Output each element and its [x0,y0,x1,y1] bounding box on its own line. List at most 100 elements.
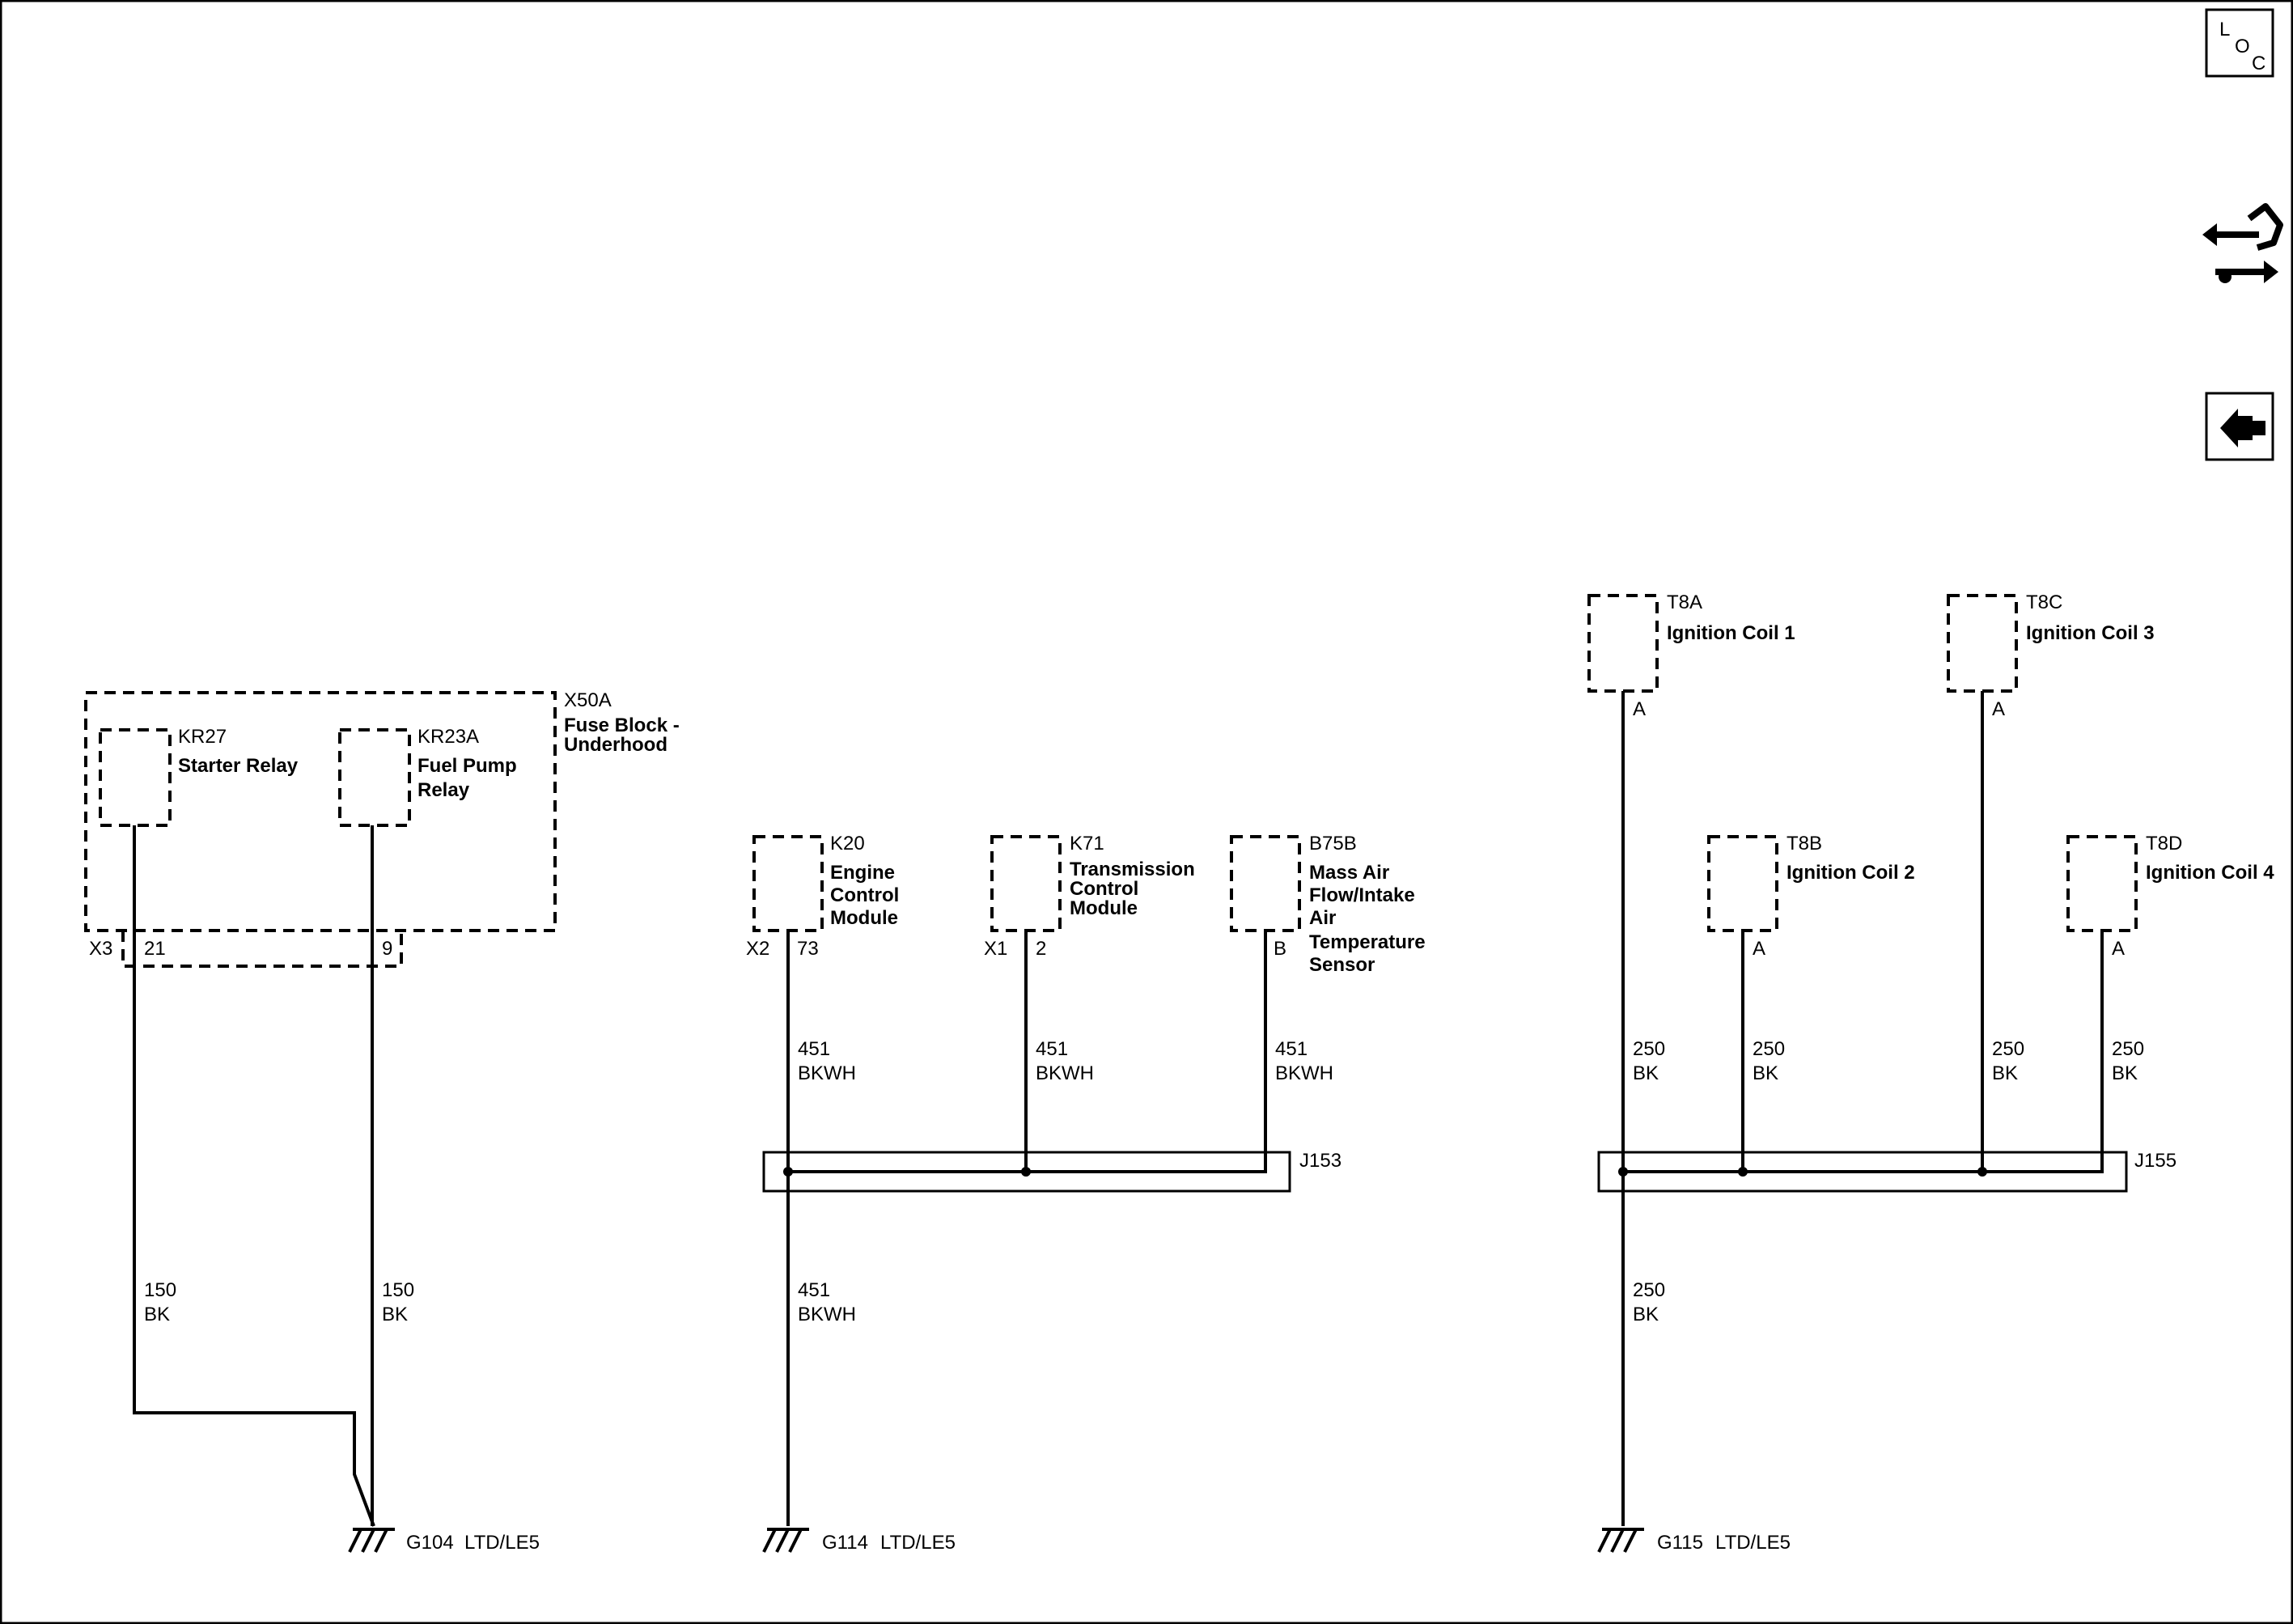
coil-t8b-pin: A [1753,938,1765,960]
pin-9-label: 9 [382,938,392,960]
wire-t8b-gauge: 250 [1753,1038,1785,1060]
module-k71-pin: 2 [1036,938,1046,960]
wire-t8a-color: BK [1633,1062,1659,1084]
ground-g114-id: G114 [822,1532,868,1554]
splice-j153-id: J153 [1299,1150,1341,1172]
wire-kr27-color: BK [144,1304,170,1325]
coil-t8b-name: Ignition Coil 2 [1787,862,1915,884]
wire-k20-color: BKWH [798,1062,856,1084]
splice-j155-node-t8a [1618,1167,1628,1177]
sensor-b75b-name-3: Air [1309,907,1336,929]
sensor-b75b-pin: B [1274,938,1286,960]
module-k20-box [752,835,824,932]
connector-view-icon[interactable] [2202,203,2283,283]
back-arrow-icon[interactable] [2205,392,2274,461]
loc-button[interactable]: L O C [2205,8,2274,78]
module-k71-name-2: Control [1070,878,1138,900]
wire-kr27-ground [133,825,375,1527]
module-k20-connector: X2 [746,938,769,960]
coil-t8c-id: T8C [2026,592,2062,613]
coil-t8d-name: Ignition Coil 4 [2146,862,2274,884]
loc-letter-l: L [2219,19,2230,40]
ground-g104-id: G104 [406,1532,454,1554]
coil-t8c-box [1947,594,2018,693]
sensor-b75b-name-5: Sensor [1309,954,1375,976]
ground-g114-icon [762,1528,809,1553]
splice-j155-node-t8c [1977,1167,1987,1177]
fuse-block-name-2: Underhood [564,734,668,756]
ground-g115-option: LTD/LE5 [1715,1532,1791,1554]
module-k71-name-3: Module [1070,897,1138,919]
wire-b75b-gauge: 451 [1275,1038,1308,1060]
relay-kr23a-name-2: Relay [417,779,470,801]
coil-t8d-id: T8D [2146,833,2182,854]
module-k20-id: K20 [830,833,865,854]
module-k20-name-3: Module [830,907,898,929]
splice-j153-node-k20 [783,1167,793,1177]
coil-t8d-box [2066,835,2138,932]
connector-x3-label: X3 [89,938,112,960]
splice-j153-box [762,1151,1291,1193]
coil-t8a-pin: A [1633,698,1646,720]
coil-t8c-name: Ignition Coil 3 [2026,622,2155,644]
loc-icon[interactable] [2205,8,2274,78]
ground-g115-id: G115 [1657,1532,1703,1554]
relay-kr23a-name: Fuel Pump [417,755,517,777]
splice-j153-out-gauge: 451 [798,1279,830,1301]
module-k20-pin: 73 [797,938,819,960]
sensor-b75b-box [1230,835,1301,932]
splice-j155-box [1597,1151,2128,1193]
splice-j153-bus [788,1152,1267,1173]
wire-kr27-gauge: 150 [144,1279,176,1301]
splice-j155-id: J155 [2134,1150,2176,1172]
relay-kr23a-box [338,728,411,827]
relay-kr27-box [99,728,172,827]
wire-k71-gauge: 451 [1036,1038,1068,1060]
wire-t8c-gauge: 250 [1992,1038,2024,1060]
wire-b75b-color: BKWH [1275,1062,1333,1084]
wire-t8c-color: BK [1992,1062,2018,1084]
sensor-b75b-id: B75B [1309,833,1357,854]
back-button[interactable] [2205,392,2274,461]
wire-kr23a-color: BK [382,1304,408,1325]
coil-t8c-pin: A [1992,698,2005,720]
relay-kr23a-id: KR23A [417,726,479,748]
fuse-block-outline [84,691,557,932]
splice-j153-node-k71 [1021,1167,1031,1177]
loc-letter-c: C [2252,53,2265,74]
coil-t8a-name: Ignition Coil 1 [1667,622,1795,644]
wire-t8b-color: BK [1753,1062,1778,1084]
ground-g115-icon [1597,1528,1644,1553]
connector-x3-outline [121,931,403,968]
sensor-b75b-name-4: Temperature [1309,931,1426,953]
wire-t8d-color: BK [2112,1062,2138,1084]
module-k71-box [990,835,1062,932]
connector-view-button[interactable] [2202,203,2283,283]
module-k71-name-1: Transmission [1070,859,1195,880]
splice-j155-node-t8b [1738,1167,1748,1177]
coil-t8a-box [1587,594,1659,693]
splice-j155-out-gauge: 250 [1633,1279,1665,1301]
splice-j155-bus [1623,1152,2104,1173]
pin-21-label: 21 [144,938,166,960]
wire-t8a-gauge: 250 [1633,1038,1665,1060]
splice-j153-out-color: BKWH [798,1304,856,1325]
coil-t8a-id: T8A [1667,592,1702,613]
wire-k20-gauge: 451 [798,1038,830,1060]
wire-kr23a-gauge: 150 [382,1279,414,1301]
coil-t8d-pin: A [2112,938,2125,960]
sensor-b75b-name-1: Mass Air [1309,862,1389,884]
module-k71-connector: X1 [984,938,1007,960]
module-k20-name-1: Engine [830,862,895,884]
wire-k71-color: BKWH [1036,1062,1094,1084]
coil-t8b-id: T8B [1787,833,1822,854]
fuse-block-id: X50A [564,689,612,711]
module-k71-id: K71 [1070,833,1104,854]
fuse-block-name: Fuse Block - [564,714,680,736]
splice-j155-out-color: BK [1633,1304,1659,1325]
wire-t8d-gauge: 250 [2112,1038,2144,1060]
loc-letter-o: O [2235,36,2250,57]
relay-kr27-name: Starter Relay [178,755,299,777]
sensor-b75b-name-2: Flow/Intake [1309,884,1415,906]
